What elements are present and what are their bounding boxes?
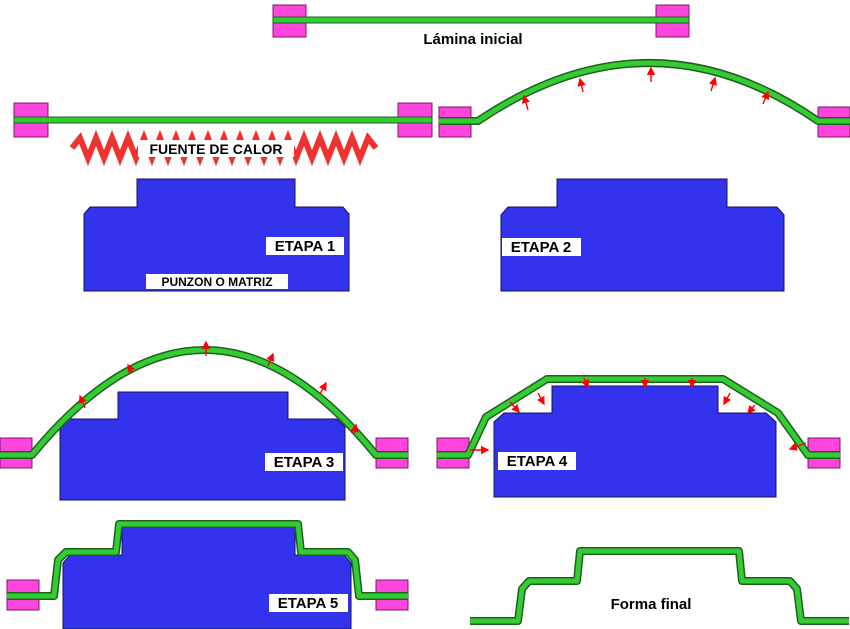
pressure-arrow-icon bbox=[536, 392, 545, 406]
stage-4-label: ETAPA 4 bbox=[507, 453, 568, 470]
pressure-arrow-icon bbox=[723, 392, 732, 406]
pressure-arrow-icon bbox=[127, 363, 136, 374]
stage-1: FUENTE DE CALOR ETAPA 1 PUNZON O MATRIZ bbox=[13, 102, 433, 292]
pressure-arrow-icon bbox=[78, 394, 87, 409]
stage-5-label: ETAPA 5 bbox=[278, 595, 339, 612]
pressure-arrow-icon bbox=[350, 423, 359, 435]
initial-sheet-group: Lámina inicial bbox=[272, 4, 690, 48]
die-mold bbox=[500, 178, 785, 292]
zigzag-heater-icon bbox=[69, 129, 379, 167]
die-label: PUNZON O MATRIZ bbox=[161, 275, 272, 289]
final-shape-label: Forma final bbox=[611, 596, 692, 613]
stage-2-label: ETAPA 2 bbox=[511, 239, 572, 256]
flat-sheet bbox=[13, 116, 433, 124]
pressure-arrow-icon bbox=[577, 77, 586, 93]
pressure-arrows bbox=[521, 66, 770, 111]
initial-sheet-label: Lámina inicial bbox=[423, 31, 522, 48]
heat-source-label: FUENTE DE CALOR bbox=[150, 141, 283, 157]
pressure-arrow-icon bbox=[266, 352, 275, 367]
stage-3-label: ETAPA 3 bbox=[274, 454, 335, 471]
pressure-arrow-icon bbox=[509, 401, 520, 414]
pressure-arrow-icon bbox=[747, 404, 756, 415]
die-mold bbox=[493, 385, 777, 498]
bulged-sheet bbox=[0, 347, 408, 458]
stage-3: ETAPA 3 bbox=[0, 340, 409, 501]
pressure-arrows bbox=[78, 340, 359, 435]
pressure-arrow-icon bbox=[318, 381, 327, 395]
die-mold bbox=[83, 178, 350, 292]
pressure-arrow-icon bbox=[761, 90, 770, 105]
bulged-sheet bbox=[439, 60, 850, 124]
die-mold bbox=[62, 526, 352, 629]
pressure-arrow-icon bbox=[788, 442, 807, 451]
final-formed-sheet bbox=[470, 548, 849, 624]
formed-sheet bbox=[7, 521, 408, 599]
pressure-arrow-icon bbox=[521, 94, 530, 111]
final-shape: Forma final bbox=[470, 547, 849, 625]
die-mold bbox=[59, 391, 346, 501]
stage-2: ETAPA 2 bbox=[438, 59, 850, 292]
pressure-arrow-icon bbox=[708, 76, 717, 92]
stage-1-label: ETAPA 1 bbox=[275, 238, 336, 255]
pressure-arrow-icon bbox=[581, 377, 589, 389]
stage-4: ETAPA 4 bbox=[436, 375, 841, 498]
initial-sheet bbox=[272, 16, 690, 24]
draped-sheet bbox=[437, 376, 840, 458]
stage-5: ETAPA 5 bbox=[6, 520, 409, 629]
pressure-arrows bbox=[470, 377, 807, 455]
